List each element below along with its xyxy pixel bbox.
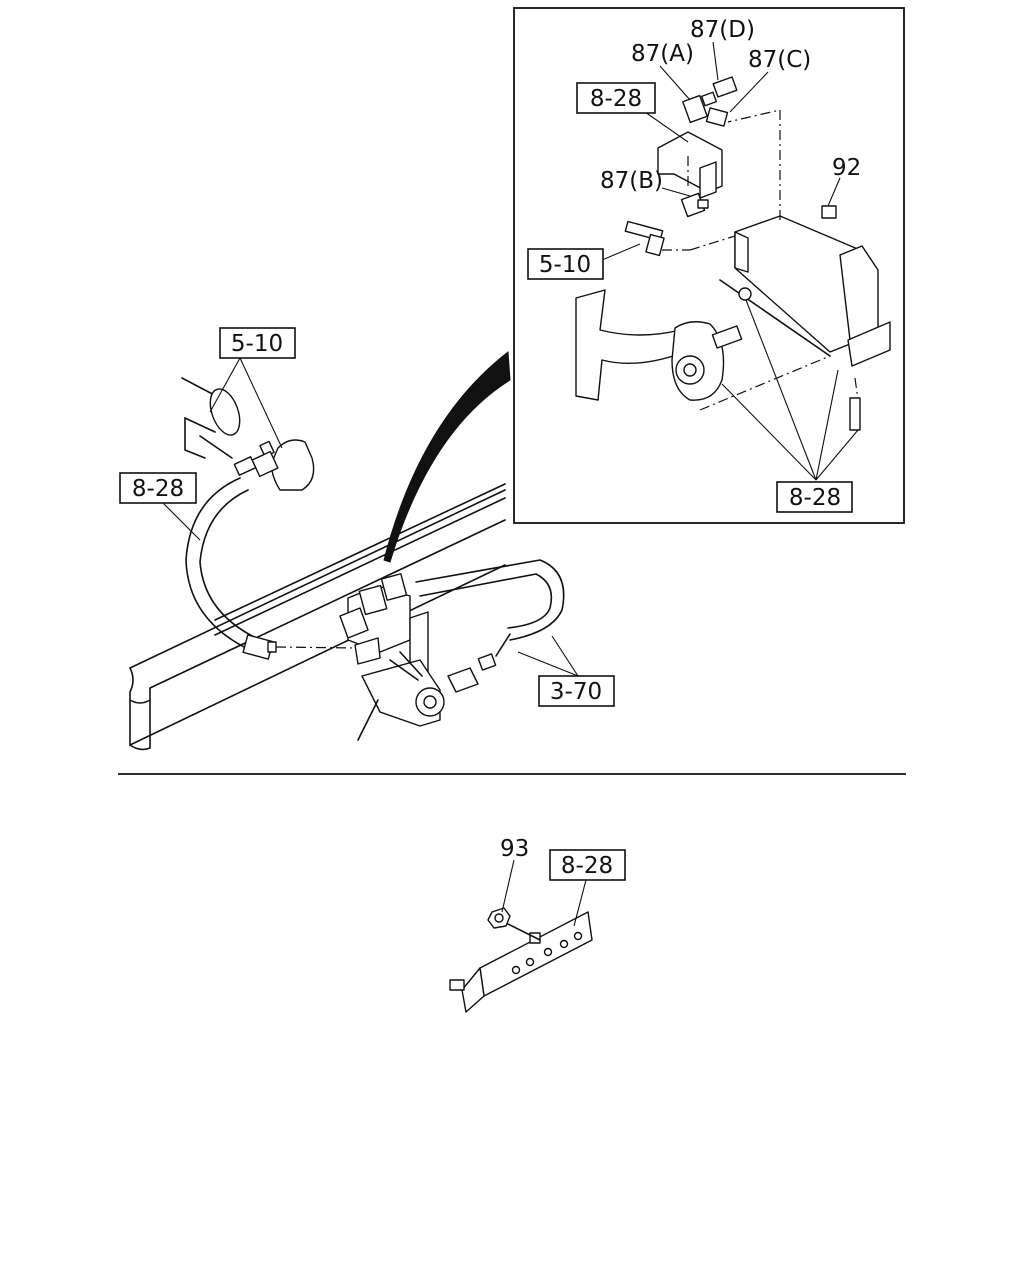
ref-label-inset-5-10: 5-10 [539,252,591,278]
inset-valve-body [575,289,831,411]
lower-bracket-plate [449,911,593,1013]
ref-box-main-8-28 [119,472,197,504]
main-leaders [159,357,579,677]
inset-bracket [689,109,891,431]
ref-box-lower-8-28 [549,849,626,881]
valve-assembly-main [339,573,497,741]
label-92: 92 [832,155,861,181]
ref-box-inset-top [576,82,656,114]
inset-valve-block [657,76,738,218]
detail-inset-frame [513,7,905,524]
detail-leader [383,351,511,563]
ref-label-main-3-70: 3-70 [550,679,602,705]
ref-label-main-5-10: 5-10 [231,331,283,357]
air-tank [181,377,241,459]
flex-hose [185,477,356,660]
return-hose [415,559,565,657]
ref-label-inset-top: 8-28 [590,86,642,112]
lower-leaders [501,859,587,927]
label-93: 93 [500,836,529,862]
tank-fitting [233,439,315,491]
ref-box-inset-bottom [776,481,853,513]
label-87d: 87(D) [690,17,755,43]
ref-label-main-8-28: 8-28 [132,476,184,502]
ref-label-inset-bottom: 8-28 [789,485,841,511]
label-87b: 87(B) [600,168,663,194]
inset-hose-fitting [624,220,690,257]
label-87c: 87(C) [748,47,811,73]
inset-leaders [601,41,859,481]
frame-rail [129,483,506,751]
label-87a: 87(A) [631,41,694,67]
ref-box-inset-5-10 [527,248,604,280]
ref-label-lower-8-28: 8-28 [561,853,613,879]
ref-box-main-5-10 [219,327,296,359]
ref-box-main-3-70 [538,675,615,707]
lower-nut [487,907,511,929]
